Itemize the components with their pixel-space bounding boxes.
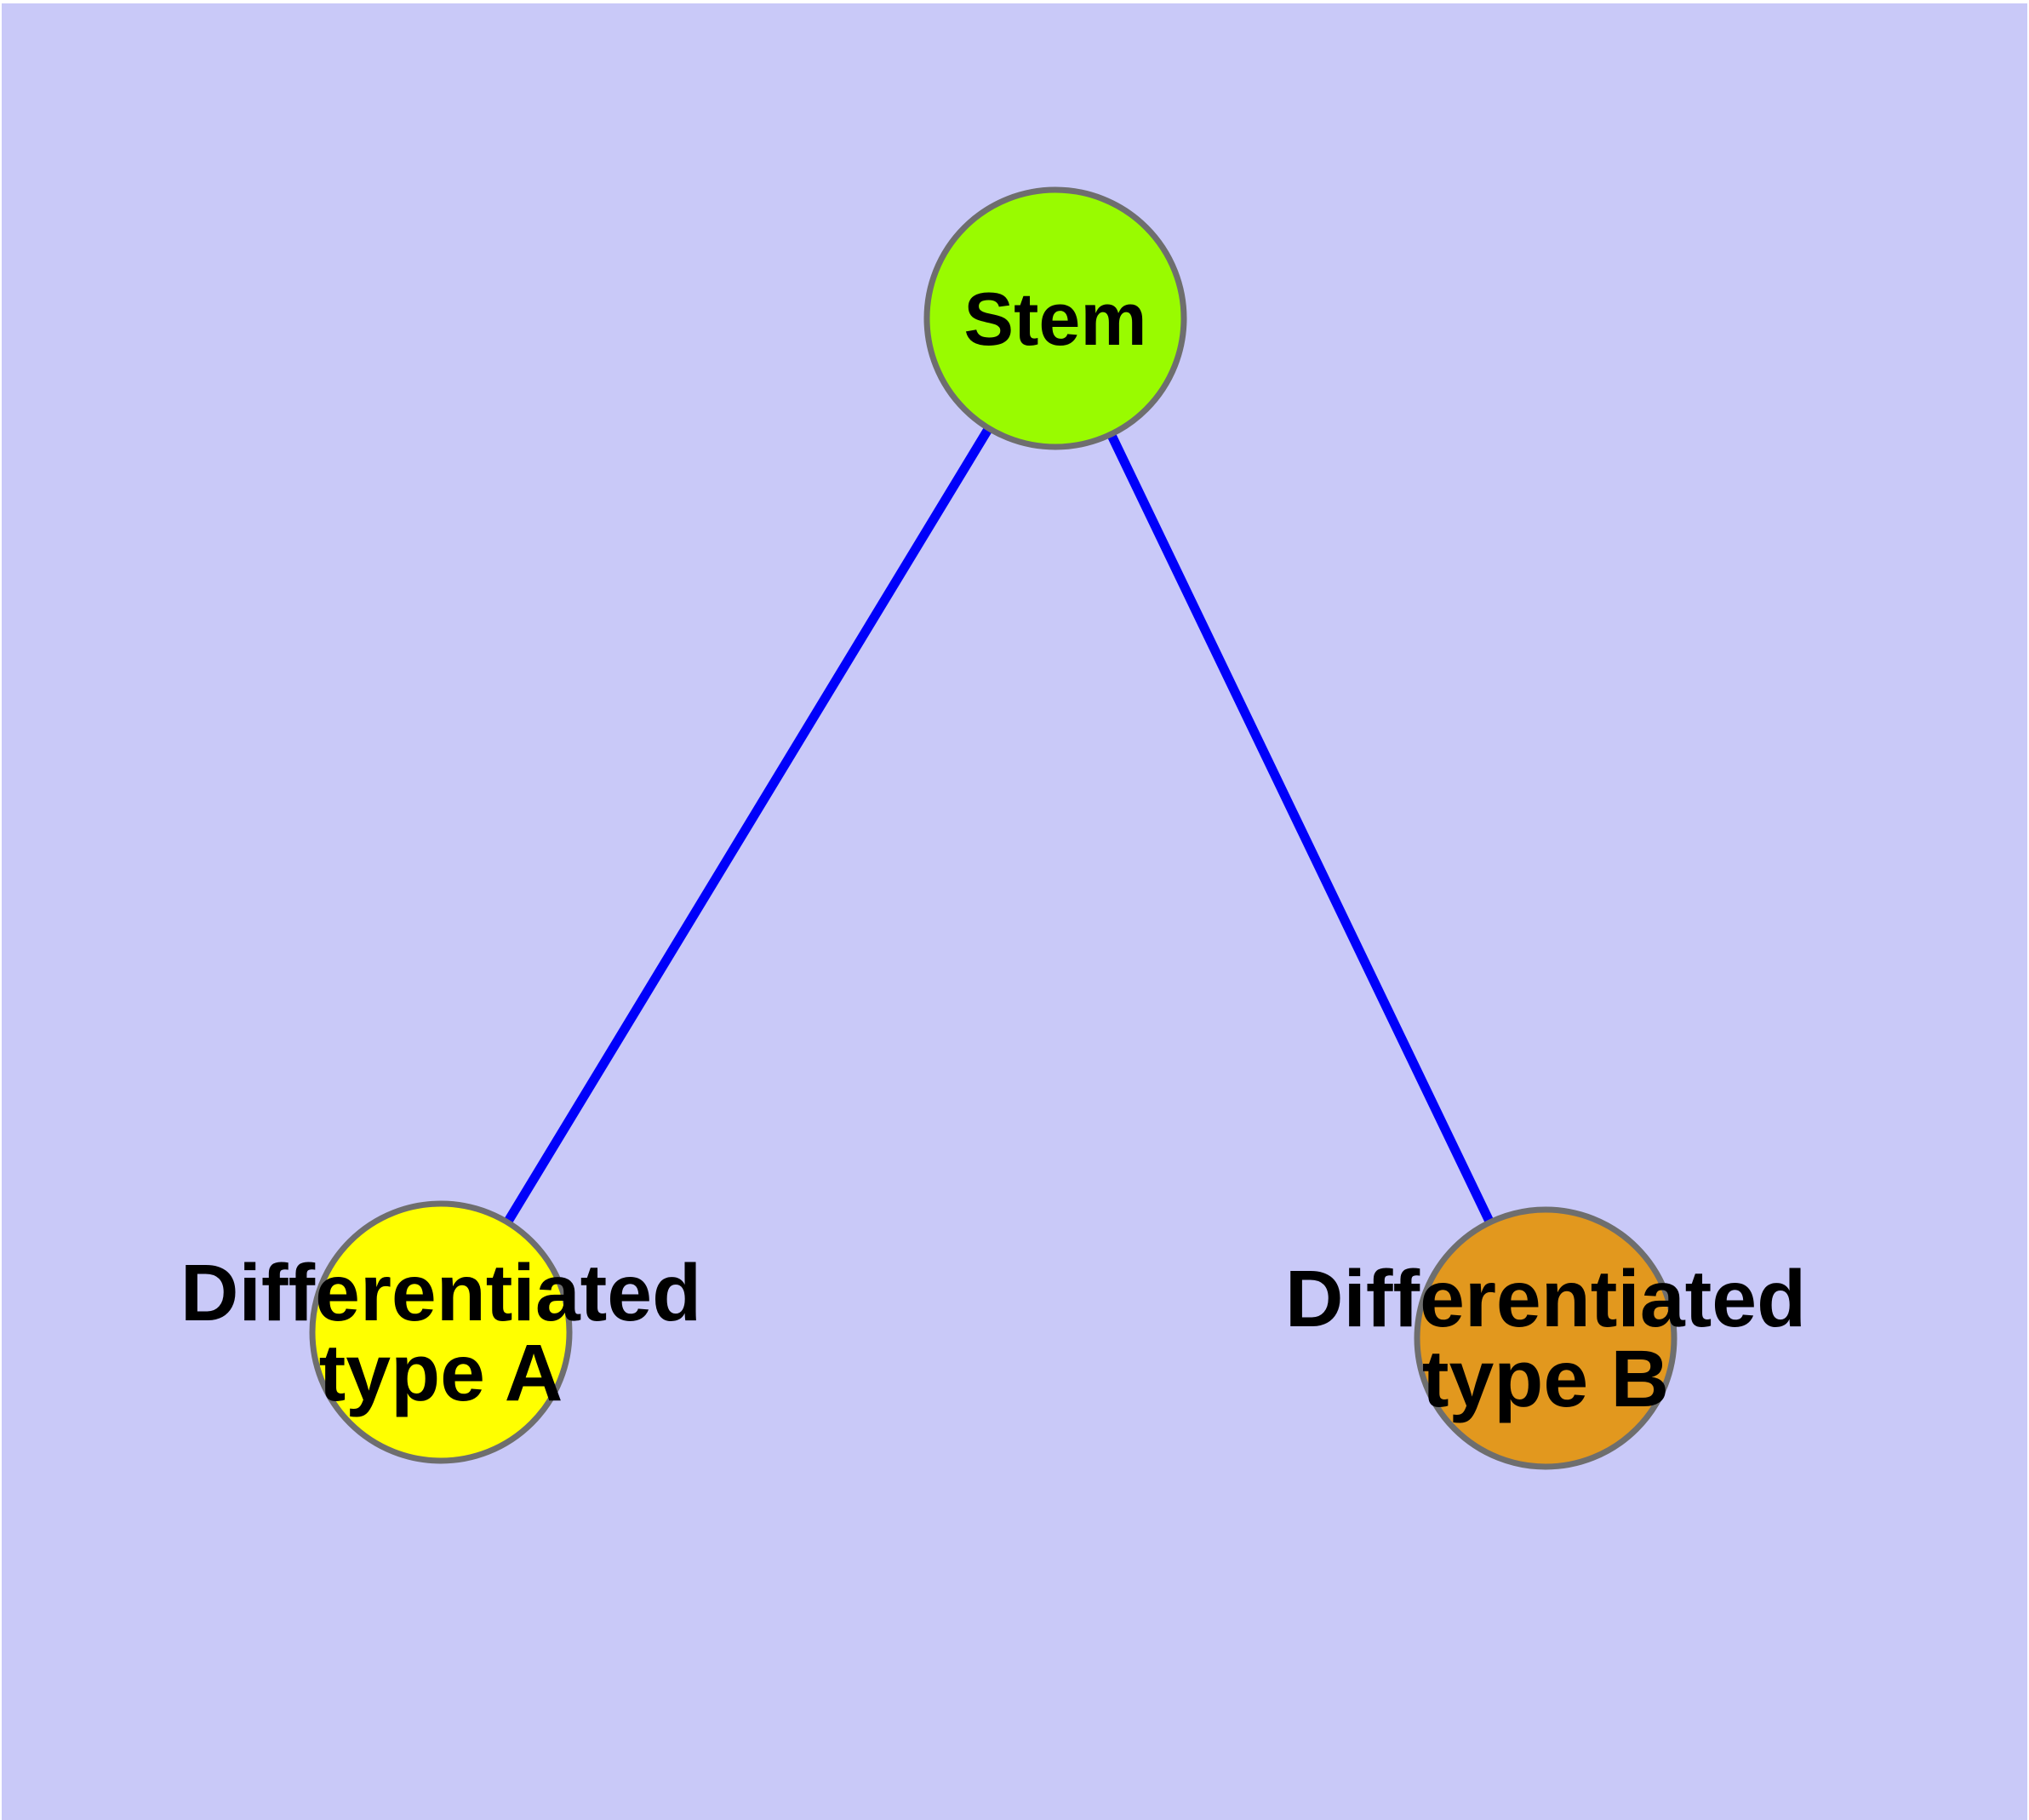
node-stem <box>923 186 1187 450</box>
node-type-b-label-line1: Differentiated <box>1285 1254 1806 1344</box>
node-type-a-label-line1: Differentiated <box>180 1248 701 1338</box>
node-differentiated-type-a <box>309 1200 573 1464</box>
node-differentiated-type-b <box>1414 1206 1677 1470</box>
node-type-a-label-line2: type A <box>319 1328 563 1418</box>
edge-stem-to-type-b <box>1051 316 1550 1341</box>
node-type-b-label-line2: type B <box>1422 1334 1669 1424</box>
edge-stem-to-type-a <box>437 316 1060 1335</box>
node-stem-label: Stem <box>963 277 1146 361</box>
